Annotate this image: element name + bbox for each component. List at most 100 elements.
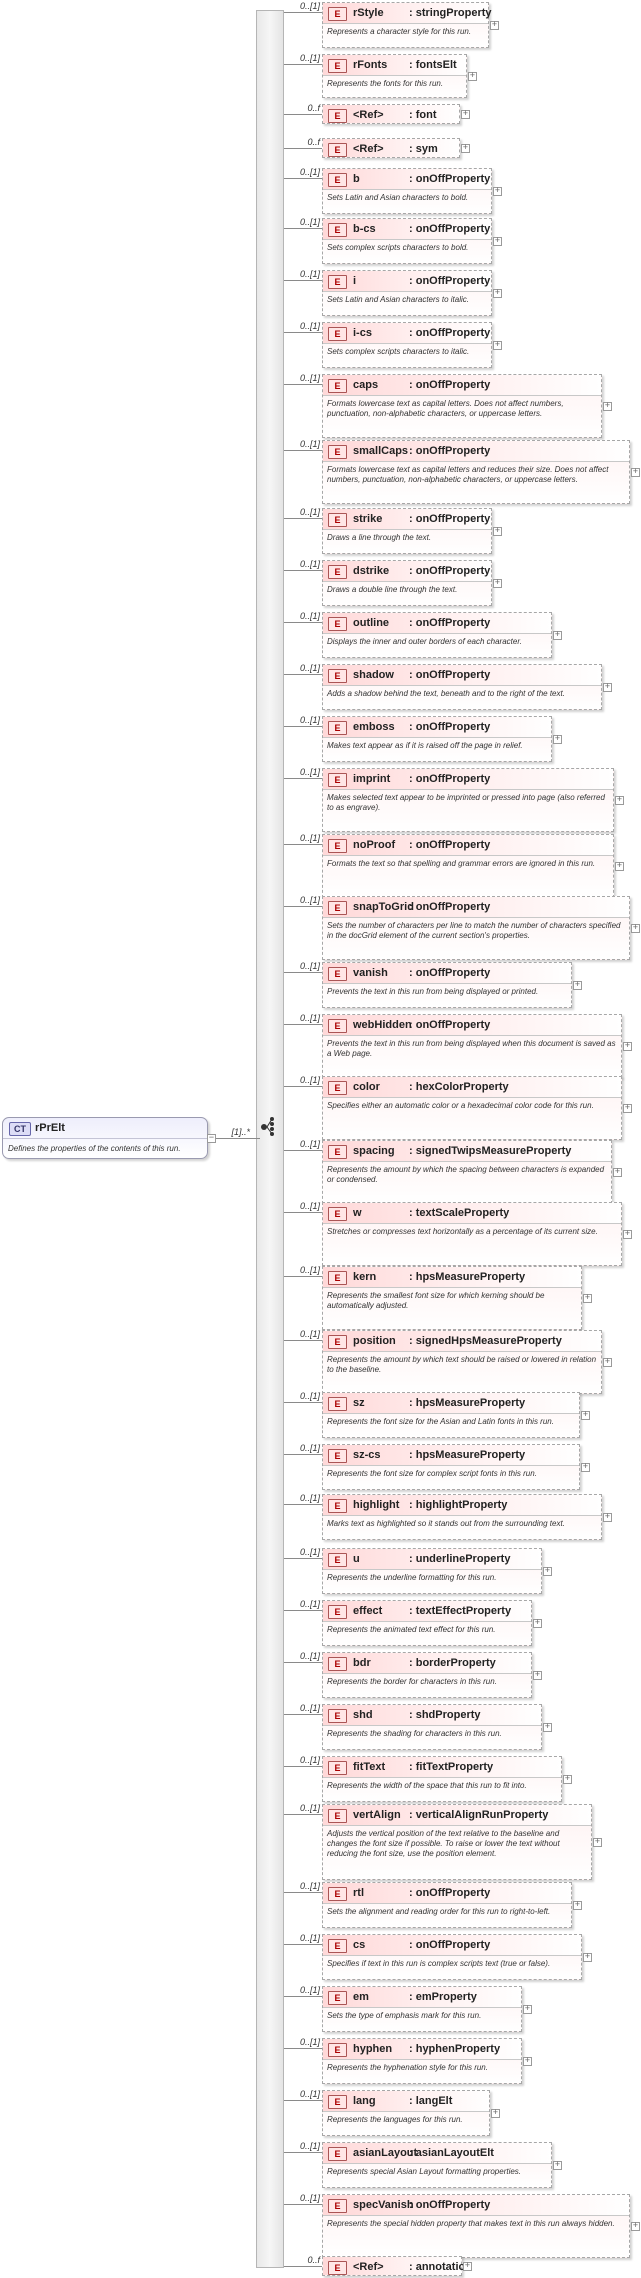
expand-icon[interactable]: + [593, 1837, 602, 1847]
expand-icon[interactable]: + [563, 1774, 572, 1784]
expand-icon[interactable]: + [523, 2056, 532, 2066]
expand-icon[interactable]: + [493, 288, 502, 298]
expand-icon[interactable]: + [623, 1103, 632, 1113]
expand-icon[interactable]: + [553, 734, 562, 744]
element-connector [284, 148, 322, 149]
expand-icon[interactable]: + [583, 1952, 592, 1962]
expand-icon[interactable]: + [583, 1293, 592, 1303]
element-card[interactable]: E<Ref>: annotation [322, 2256, 472, 2276]
root-collapse-icon[interactable]: − [207, 1133, 216, 1143]
expand-icon[interactable]: + [615, 861, 624, 871]
expand-icon[interactable]: + [533, 1618, 542, 1628]
expand-icon[interactable]: + [553, 2160, 562, 2170]
expand-icon[interactable]: + [543, 1722, 552, 1732]
expand-icon[interactable]: + [623, 1041, 632, 1051]
expand-icon[interactable]: + [463, 2261, 472, 2271]
element-card[interactable]: E<Ref>: font [322, 104, 460, 124]
expand-icon[interactable]: + [631, 2221, 640, 2231]
expand-icon[interactable]: + [461, 143, 470, 153]
expand-icon[interactable]: + [490, 20, 499, 30]
expand-icon[interactable]: + [603, 1512, 612, 1522]
element-card[interactable]: E<Ref>: sym [322, 138, 460, 158]
complex-type-badge: CT [9, 1122, 31, 1136]
expand-icon[interactable]: + [493, 186, 502, 196]
element-multiplicity: 0..[1] [299, 1755, 320, 1765]
root-complex-type[interactable]: CT rPrElt Defines the properties of the … [2, 1117, 208, 1159]
expand-icon[interactable]: + [493, 236, 502, 246]
expand-icon[interactable]: + [491, 2108, 500, 2118]
expand-icon[interactable]: + [523, 2004, 532, 2014]
expand-icon[interactable]: + [613, 1167, 622, 1177]
expand-icon[interactable]: + [461, 109, 470, 119]
sequence-compositor-icon[interactable] [260, 1117, 280, 1137]
expand-icon[interactable]: + [631, 467, 640, 477]
element-badge-icon: E [328, 565, 347, 579]
expand-icon[interactable]: + [573, 980, 582, 990]
expand-icon[interactable]: + [493, 578, 502, 588]
expand-icon[interactable]: + [493, 526, 502, 536]
expand-icon[interactable]: + [533, 1670, 542, 1680]
element-doc: Represents the hyphenation style for thi… [327, 2063, 488, 2072]
expand-icon[interactable]: + [543, 1566, 552, 1576]
expand-icon[interactable]: + [603, 401, 612, 411]
expand-icon[interactable]: + [615, 795, 624, 805]
expand-icon[interactable]: + [468, 71, 477, 81]
expand-icon[interactable]: + [631, 923, 640, 933]
expand-icon[interactable]: + [581, 1410, 590, 1420]
expand-icon[interactable]: + [623, 1229, 632, 1239]
expand-icon[interactable]: + [553, 630, 562, 640]
expand-icon[interactable]: + [603, 1357, 612, 1367]
expand-icon[interactable]: + [603, 682, 612, 692]
element-name: b [353, 173, 360, 185]
element-multiplicity: 0..f [307, 2255, 320, 2265]
element-connector [284, 1402, 322, 1403]
expand-icon[interactable]: + [581, 1462, 590, 1472]
expand-icon[interactable]: + [493, 340, 502, 350]
expand-icon[interactable]: + [573, 1900, 582, 1910]
element-connector [284, 972, 322, 973]
element-type: : onOffProperty [409, 379, 491, 391]
